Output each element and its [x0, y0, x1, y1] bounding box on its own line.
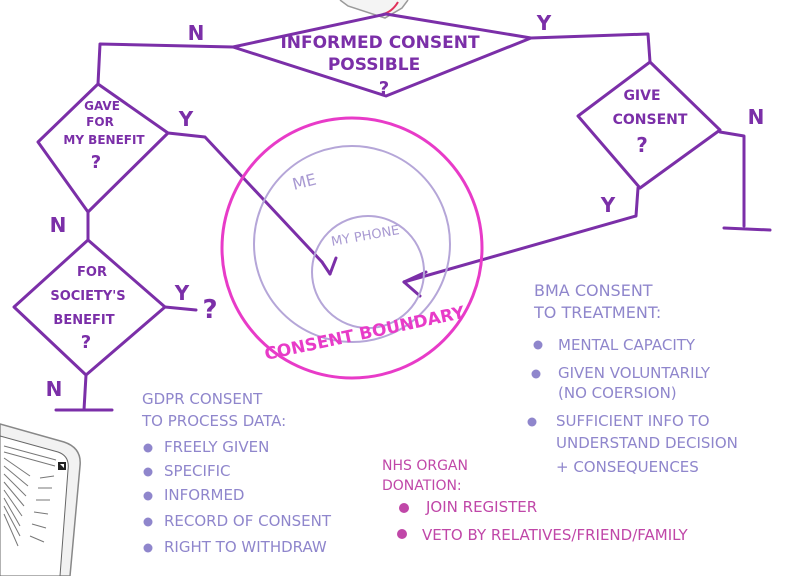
gdpr-title-line1: GDPR CONSENT: [142, 390, 263, 408]
bma-item-consequences: + CONSEQUENCES: [556, 458, 699, 476]
nhs-bullets: [397, 503, 409, 539]
branch-label-top-yes: Y: [536, 11, 552, 35]
for-society-line2: SOCIETY'S: [50, 289, 125, 304]
nhs-title-line1: NHS ORGAN: [382, 458, 468, 474]
gave-for-benefit-line3: MY BENEFIT: [63, 133, 145, 147]
branch-label-give-yes: Y: [600, 193, 616, 217]
gdpr-item-record-of-consent: RECORD OF CONSENT: [164, 512, 332, 530]
branch-label-society-yes: Y: [174, 281, 190, 305]
bma-item-given-voluntarily: GIVEN VOLUNTARILY: [558, 364, 711, 382]
bma-item-mental-capacity: MENTAL CAPACITY: [558, 336, 696, 354]
informed-consent-line1: INFORMED CONSENT: [280, 33, 480, 53]
gave-for-benefit-line2: FOR: [86, 115, 114, 129]
gdpr-bullets: [143, 443, 153, 553]
me-circle: [253, 145, 451, 343]
for-society-line3: BENEFIT: [53, 313, 114, 328]
nhs-item-join-register: JOIN REGISTER: [425, 498, 537, 516]
branch-label-top-no: N: [188, 21, 205, 45]
my-phone-label: MY PHONE: [330, 223, 401, 250]
give-consent-line2: CONSENT: [613, 112, 688, 128]
device-corner-image: [0, 423, 81, 576]
my-phone-circle: [311, 215, 425, 329]
gdpr-item-specific: SPECIFIC: [164, 462, 230, 480]
informed-consent-diamond: [231, 12, 533, 98]
branch-label-society-no: N: [46, 377, 63, 401]
branch-label-benefit-yes: Y: [178, 107, 194, 131]
gdpr-item-right-to-withdraw: RIGHT TO WITHDRAW: [164, 538, 327, 556]
give-consent-question-mark: ?: [636, 133, 648, 157]
branch-label-give-no: N: [748, 105, 765, 129]
for-society-line1: FOR: [77, 265, 107, 280]
gave-for-benefit-line1: GAVE: [84, 99, 120, 113]
bma-item-no-coercion: (NO COERSION): [558, 384, 677, 402]
bma-bullets: [527, 340, 543, 427]
me-label: ME: [290, 170, 318, 194]
gdpr-item-informed: INFORMED: [164, 486, 244, 504]
bma-item-sufficient-info: SUFFICIENT INFO TO: [556, 412, 710, 430]
gdpr-item-freely-given: FREELY GIVEN: [164, 438, 269, 456]
bma-title-line1: BMA CONSENT: [534, 281, 653, 300]
nhs-item-veto-by-relatives: VETO BY RELATIVES/FRIEND/FAMILY: [422, 526, 688, 544]
informed-consent-line2: POSSIBLE: [328, 55, 420, 75]
give-consent-line1: GIVE: [623, 88, 660, 104]
for-society-diamond: [12, 238, 167, 377]
gdpr-title-line2: TO PROCESS DATA:: [141, 412, 286, 430]
bma-title-line2: TO TREATMENT:: [533, 303, 661, 322]
bma-item-understand-decision: UNDERSTAND DECISION: [556, 434, 738, 452]
branch-label-benefit-no: N: [50, 213, 67, 237]
give-consent-diamond: [576, 60, 722, 190]
gave-for-benefit-question-mark: ?: [91, 152, 101, 173]
consent-boundary-label: CONSENT BOUNDARY: [263, 303, 467, 365]
gave-for-benefit-diamond: [36, 82, 170, 214]
informed-consent-question-mark: ?: [379, 78, 389, 99]
nhs-title-line2: DONATION:: [382, 478, 462, 494]
consent-boundary-circle: [220, 116, 484, 380]
for-society-question-mark: ?: [81, 332, 91, 353]
society-unknown-question-mark: ?: [202, 295, 217, 325]
